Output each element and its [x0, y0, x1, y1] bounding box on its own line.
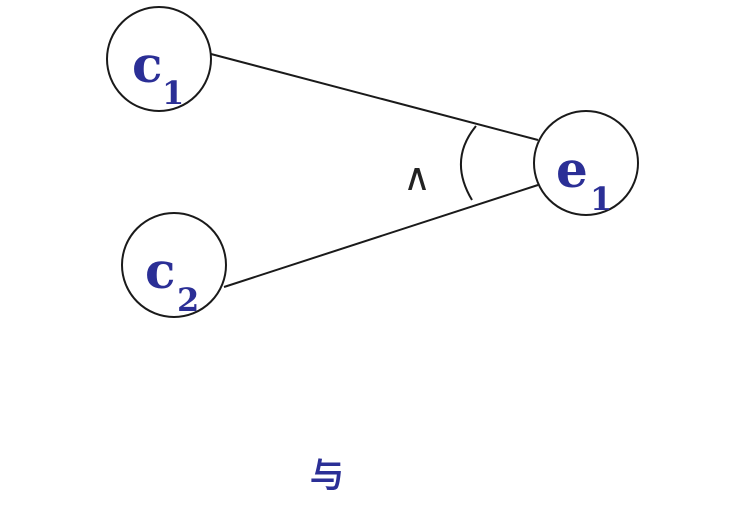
node-c1-letter: c	[132, 35, 162, 94]
node-c2-circle	[121, 212, 227, 318]
node-c2-subscript: 2	[177, 281, 199, 319]
node-c1: c 1	[106, 6, 212, 112]
node-c1-subscript: 1	[162, 74, 184, 112]
node-e1: e 1	[533, 110, 639, 218]
node-c2-letter: c	[145, 241, 175, 300]
caption-and: 与	[310, 456, 344, 496]
node-c2: c 2	[121, 212, 227, 319]
and-symbol: ∧	[403, 155, 431, 199]
and-arc	[460, 125, 477, 201]
node-c1-circle	[106, 6, 212, 112]
node-e1-circle	[533, 110, 639, 216]
node-e1-subscript: 1	[590, 180, 612, 218]
edge-c2-e1	[223, 184, 539, 288]
node-e1-letter: e	[556, 140, 588, 199]
edge-c1-e1	[210, 53, 539, 141]
